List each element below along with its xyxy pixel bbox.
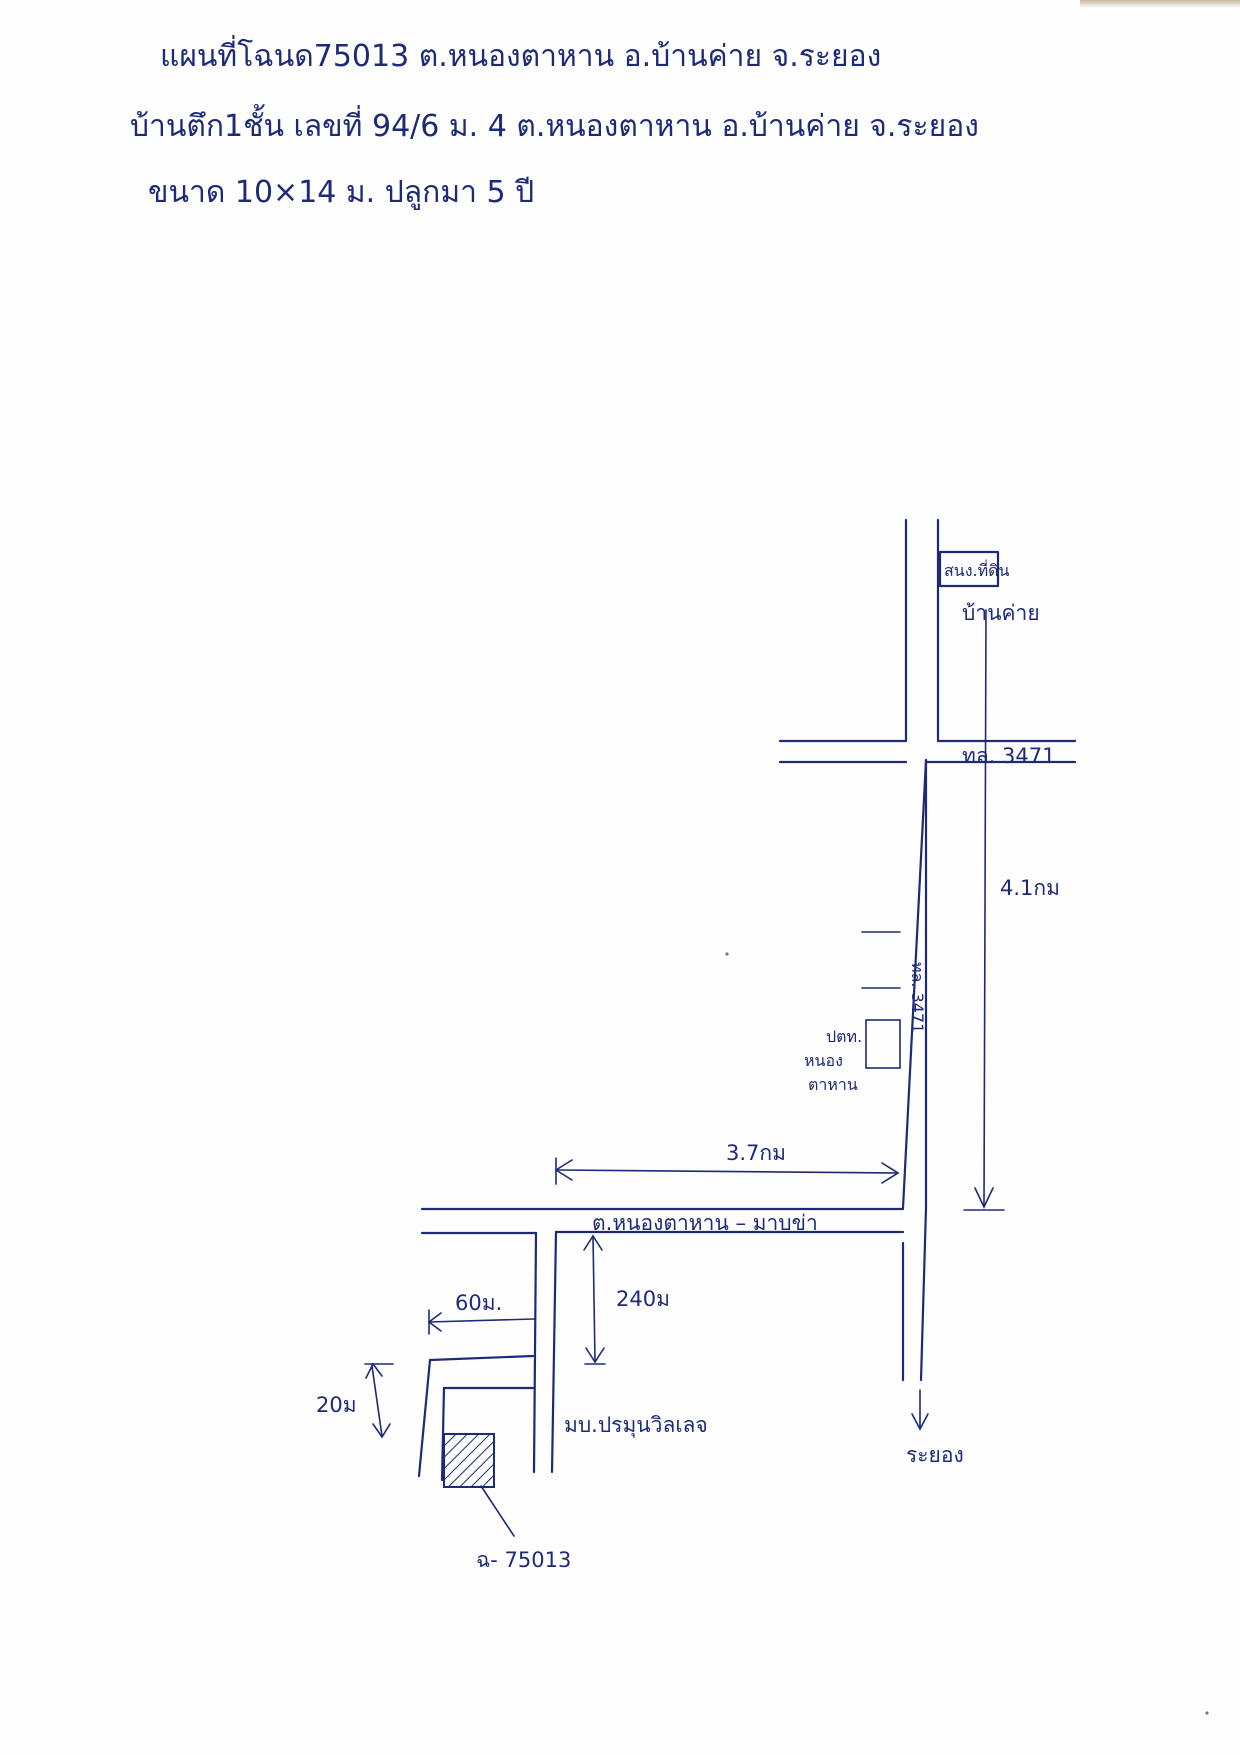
village-office-label-3: ตาหาน	[808, 1075, 858, 1094]
main-road-vertical	[901, 518, 940, 1382]
header-line-3: ขนาด 10×14 ม. ปลูกมา 5 ปี	[148, 175, 534, 210]
side-marks	[861, 931, 901, 1069]
deed-plot	[443, 1433, 515, 1537]
land-office-label: สนง.ที่ดิน	[944, 559, 1010, 580]
horizontal-road	[420, 1207, 905, 1235]
distance-west-label: 3.7กม	[726, 1141, 786, 1165]
distance-20-label: 20ม	[316, 1393, 357, 1417]
distance-60-label: 60ม.	[455, 1291, 502, 1315]
village-name-label: มบ.ปรมุนวิลเลจ	[564, 1413, 708, 1438]
page-edge-shadow	[1080, 0, 1240, 8]
distance-240-label: 240ม	[616, 1287, 670, 1311]
distance-north-label: 4.1กม	[1000, 876, 1060, 900]
village-office-label-1: ปตท.	[826, 1027, 862, 1046]
land-office-label-2: บ้านค่าย	[962, 601, 1040, 625]
distance-arrow-240	[583, 1234, 606, 1365]
distance-arrow-20	[364, 1362, 394, 1439]
south-arrow	[911, 1389, 929, 1431]
distance-arrow-west	[554, 1157, 900, 1185]
distance-arrow-north	[963, 609, 1005, 1211]
village-office-label-2: หนอง	[804, 1051, 843, 1070]
land-office-marker	[938, 550, 1000, 588]
paper-speck	[1205, 1711, 1209, 1715]
paper-speck	[725, 952, 729, 956]
header-line-1: แผนที่โฉนด75013 ต.หนองตาหาน อ.บ้านค่าย จ…	[160, 35, 881, 74]
rayong-label: ระยอง	[906, 1443, 964, 1467]
route-3471-label: ทล. 3471	[962, 744, 1056, 768]
cross-road-top	[778, 739, 1077, 764]
vertical-road-label: ทล. 3471	[908, 962, 927, 1033]
header-line-2: บ้านตึก1ชั้น เลขที่ 94/6 ม. 4 ต.หนองตาหา…	[130, 104, 979, 144]
deed-number-label: ฉ- 75013	[476, 1548, 571, 1572]
horizontal-road-label: ต.หนองตาหาน – มาบข่า	[592, 1211, 818, 1235]
distance-arrow-60	[427, 1309, 535, 1335]
